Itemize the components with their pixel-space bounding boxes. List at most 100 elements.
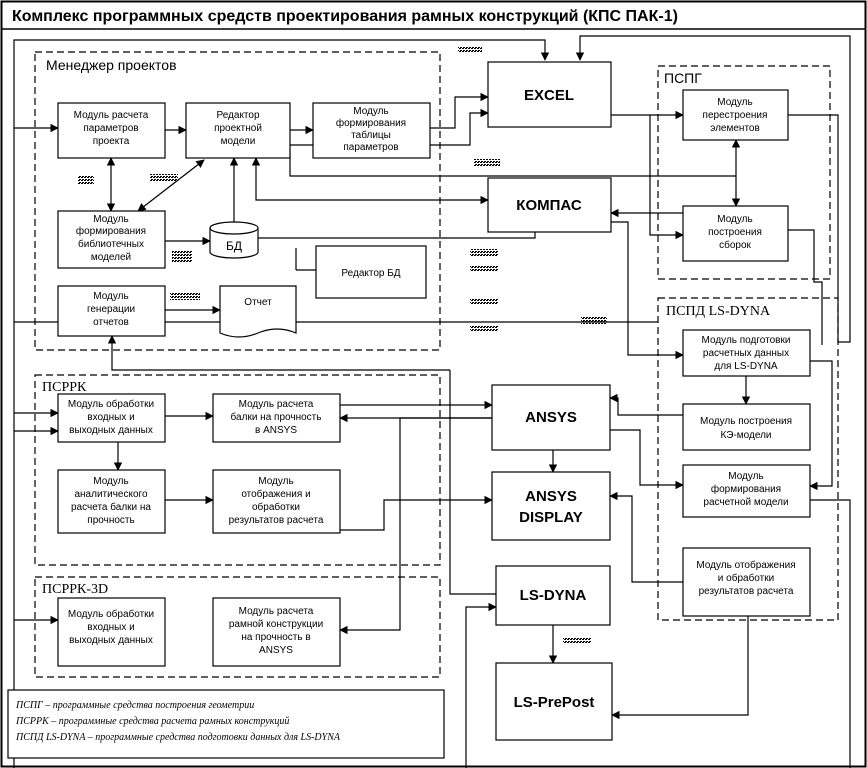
edge-ansys-calcmodel (610, 429, 684, 490)
node-calc-params[interactable]: Модуль расчета параметров проекта (57, 102, 166, 159)
edge-kompas-db (247, 232, 536, 243)
edge-rebuild-excel (649, 115, 684, 240)
edge-editor-kompas (251, 157, 489, 205)
legend-line: ПСПД LS-DYNA – программные средства подг… (15, 732, 341, 743)
node-db-editor[interactable]: Редактор БД (315, 245, 427, 299)
node-io-module-line: входных и (87, 412, 134, 423)
node-rebuild-elements-line: Модуль (717, 97, 752, 108)
node-excel-label: EXCEL (524, 87, 574, 104)
node-io-module-3d[interactable]: Модуль обработки входных и выходных данн… (57, 597, 166, 667)
node-library-module-line: Модуль (93, 214, 128, 225)
node-library-module[interactable]: Модуль формирования библиотечных моделей (57, 210, 166, 269)
node-report-module-line: отчетов (93, 317, 129, 328)
hatch-block (581, 317, 607, 324)
edge-display-ansysdisp-r (609, 491, 683, 583)
node-editor-model-line: Редактор (216, 110, 259, 121)
edge-table-excel (430, 92, 489, 129)
node-report-module[interactable]: Модуль генерации отчетов (57, 285, 166, 337)
group-box-pspg (657, 65, 831, 280)
node-analytic-beam[interactable]: Модуль аналитического расчета балки на п… (57, 469, 166, 534)
node-table-module-line: формирования (336, 117, 406, 129)
diagram-title: Комплекс программных средств проектирова… (12, 8, 678, 25)
node-display-results-left[interactable]: Модуль отображения и обработки результат… (212, 469, 341, 534)
node-analytic-beam-line: расчета балки на (71, 501, 151, 513)
node-excel[interactable]: EXCEL (487, 61, 612, 128)
node-ansys-display[interactable]: ANSYS DISPLAY (491, 471, 611, 541)
hatch-block (474, 159, 500, 166)
hatch-block (172, 250, 192, 262)
node-io-module-line: Модуль обработки (68, 398, 154, 410)
node-build-assemblies-line: Модуль (717, 214, 752, 225)
node-report-module-line: генерации (87, 304, 135, 315)
node-lsdyna[interactable]: LS-DYNA (495, 565, 611, 626)
node-beam-ansys[interactable]: Модуль расчета балки на прочность в ANSY… (212, 393, 341, 443)
node-editor-model-line: модели (221, 136, 256, 147)
group-box-psrrk-3d (34, 576, 441, 678)
hatch-block (458, 46, 482, 53)
node-beam-ansys-line: в ANSYS (255, 425, 297, 436)
connectors (13, 35, 851, 768)
node-report-document[interactable]: Отчет (219, 285, 297, 338)
node-fe-model[interactable]: Модуль построения КЭ-модели (682, 403, 811, 451)
node-report-module-line: Модуль (93, 291, 128, 302)
node-frame-ansys-line: рамной конструкции (229, 619, 323, 630)
edge-lsdyna-bus (449, 370, 496, 595)
node-frame-ansys[interactable]: Модуль расчета рамной конструкции на про… (212, 597, 341, 667)
node-display-results-right[interactable]: Модуль отображения и обработки результат… (682, 547, 811, 617)
node-display-results-right-line: Модуль отображения (696, 559, 795, 571)
edge-editor-pspg (289, 150, 736, 177)
edge-calcmodel-right (809, 360, 833, 491)
node-db-editor-label: Редактор БД (341, 268, 400, 279)
node-analytic-beam-line: прочность (87, 515, 134, 526)
node-prep-lsdyna-line: Модуль подготовки (702, 335, 791, 346)
node-build-assemblies-line: сборок (719, 239, 751, 251)
edge-display-lsprepost (611, 616, 749, 720)
edge-left-bus (13, 39, 550, 768)
node-frame-ansys-line: на прочность в (241, 632, 310, 643)
node-ansys[interactable]: ANSYS (491, 384, 611, 451)
node-io-module[interactable]: Модуль обработки входных и выходных данн… (57, 393, 166, 443)
node-kompas[interactable]: КОМПАС (487, 177, 612, 233)
node-prep-lsdyna[interactable]: Модуль подготовки расчетных данных для L… (682, 329, 811, 377)
node-beam-ansys-line: балки на прочность (231, 411, 322, 423)
node-editor-model[interactable]: Редактор проектной модели (185, 102, 291, 159)
node-rebuild-elements-line: элементов (710, 123, 760, 134)
legend-line: ПСРРК – программные средства расчета рам… (15, 716, 289, 727)
node-build-assemblies[interactable]: Модуль построения сборок (682, 205, 789, 262)
node-io-module-3d-line: Модуль обработки (68, 608, 154, 620)
edge-calcmodel-lsdyna (810, 499, 851, 768)
node-display-results-left-line: Модуль (258, 476, 293, 487)
node-calc-model-line: Модуль (728, 471, 763, 482)
group-label-psrrk-3d: ПСРРК-3D (42, 582, 108, 597)
node-calc-params-line: Модуль расчета (74, 110, 149, 121)
node-db-label: БД (226, 239, 242, 253)
node-fe-model-line: КЭ-модели (720, 430, 771, 441)
edge-right-bus-top (575, 35, 851, 343)
node-calc-model-line: формирования (711, 483, 781, 495)
node-db[interactable]: БД (209, 221, 259, 259)
edge-library-editor (137, 159, 205, 212)
node-rebuild-elements-line: перестроения (703, 110, 768, 121)
node-ansys-display-line: DISPLAY (519, 509, 583, 526)
node-library-module-line: моделей (91, 252, 131, 263)
node-display-results-left-line: результатов расчета (229, 515, 324, 526)
node-build-assemblies-line: построения (708, 227, 762, 238)
edge-ansys-report (107, 335, 450, 371)
node-lsprepost[interactable]: LS-PrePost (495, 662, 613, 741)
node-calc-model[interactable]: Модуль формирования расчетной модели (682, 464, 811, 518)
node-calc-model-line: расчетной модели (703, 497, 788, 508)
node-frame-ansys-line: ANSYS (259, 645, 293, 656)
node-rebuild-elements[interactable]: Модуль перестроения элементов (682, 89, 789, 141)
node-frame-ansys-line: Модуль расчета (239, 606, 314, 617)
node-table-module[interactable]: Модуль формирования таблицы параметров (312, 102, 431, 159)
legend-line: ПСПГ – программные средства построения г… (15, 700, 254, 711)
node-analytic-beam-line: аналитического (74, 489, 147, 500)
node-calc-params-line: параметров (83, 123, 138, 134)
node-ansys-display-line: ANSYS (525, 488, 577, 505)
node-prep-lsdyna-line: расчетных данных (703, 348, 789, 359)
edge-lsdyna-bottom (465, 602, 497, 768)
node-table-module-line: Модуль (353, 106, 388, 117)
hatch-block (470, 298, 498, 305)
